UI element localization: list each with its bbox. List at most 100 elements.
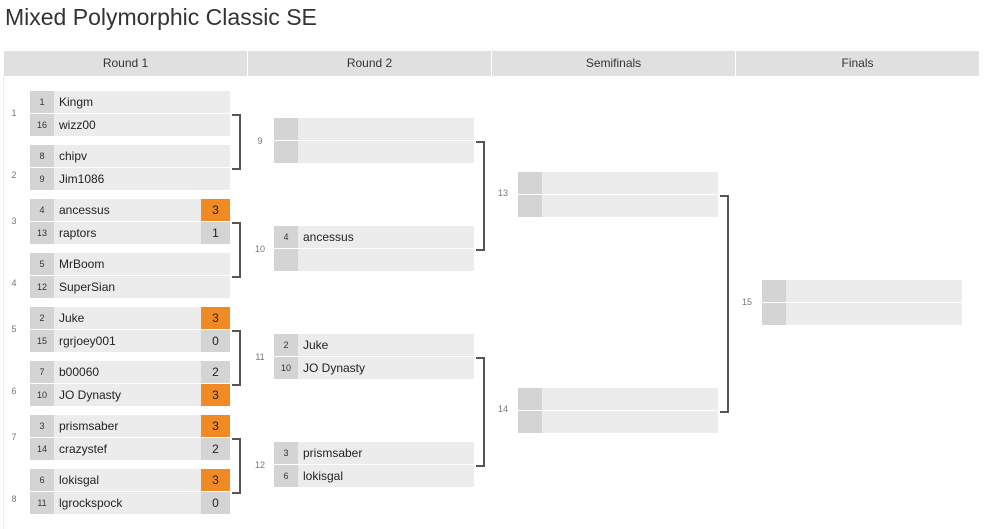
player-name: JO Dynasty <box>303 361 366 375</box>
player-slot[interactable] <box>518 388 718 410</box>
seed-badge <box>518 388 542 410</box>
player-slot[interactable] <box>518 172 718 194</box>
player-slot[interactable]: 12 SuperSian <box>30 276 230 298</box>
seed-badge: 16 <box>30 114 54 136</box>
bracket-connector <box>476 141 485 251</box>
player-slot[interactable]: 4 ancessus 3 <box>30 199 230 221</box>
player-slot[interactable]: 5 MrBoom <box>30 253 230 275</box>
bracket-connector <box>720 195 729 413</box>
left-divider <box>3 76 4 529</box>
player-name: MrBoom <box>59 257 105 271</box>
match-number: 11 <box>255 352 265 362</box>
player-name: rgrjoey001 <box>59 334 116 348</box>
player-name: lgrockspock <box>59 496 123 510</box>
player-slot[interactable]: 16 wizz00 <box>30 114 230 136</box>
player-name: JO Dynasty <box>59 388 122 402</box>
player-slot[interactable] <box>762 303 962 325</box>
player-slot[interactable]: 15 rgrjoey001 0 <box>30 330 230 352</box>
player-name: prismsaber <box>303 446 363 460</box>
player-slot[interactable] <box>274 249 474 271</box>
match-box[interactable] <box>274 118 474 163</box>
player-slot[interactable] <box>518 411 718 433</box>
player-name: Juke <box>59 311 85 325</box>
player-slot[interactable]: 3 prismsaber <box>274 442 474 464</box>
player-name: ancessus <box>59 203 110 217</box>
seed-badge: 1 <box>30 91 54 113</box>
player-name: Kingm <box>59 95 94 109</box>
match-number: 4 <box>11 278 17 288</box>
match-box[interactable]: 5 MrBoom 12 SuperSian <box>30 253 230 298</box>
rounds-header: Round 1 Round 2 Semifinals Finals <box>4 51 979 76</box>
seed-badge: 4 <box>30 199 54 221</box>
score-badge: 1 <box>201 222 230 244</box>
seed-badge: 3 <box>30 415 54 437</box>
seed-badge <box>518 172 542 194</box>
score-badge: 2 <box>201 438 230 460</box>
match-number: 2 <box>11 170 17 180</box>
seed-badge: 14 <box>30 438 54 460</box>
round-1-header: Round 1 <box>4 51 247 76</box>
match-box[interactable] <box>518 388 718 433</box>
player-slot[interactable] <box>762 280 962 302</box>
seed-badge <box>518 411 542 433</box>
player-slot[interactable] <box>518 195 718 217</box>
player-name: Jim1086 <box>59 172 105 186</box>
seed-badge: 3 <box>274 442 298 464</box>
seed-badge <box>518 195 542 217</box>
player-name: Juke <box>303 338 329 352</box>
match-number: 9 <box>257 136 263 146</box>
match-box[interactable] <box>762 280 962 325</box>
match-box[interactable] <box>518 172 718 217</box>
player-slot[interactable] <box>274 118 474 140</box>
player-slot[interactable] <box>274 141 474 163</box>
seed-badge: 5 <box>30 253 54 275</box>
page-title: Mixed Polymorphic Classic SE <box>5 4 317 30</box>
player-name: SuperSian <box>59 280 116 294</box>
seed-badge: 12 <box>30 276 54 298</box>
seed-badge: 11 <box>30 492 54 514</box>
seed-badge: 6 <box>30 469 54 491</box>
seed-badge <box>274 141 298 163</box>
score-badge: 3 <box>201 199 230 221</box>
seed-badge <box>762 280 786 302</box>
seed-badge: 2 <box>274 334 298 356</box>
score-badge: 3 <box>201 415 230 437</box>
player-name: b00060 <box>59 365 100 379</box>
seed-badge: 15 <box>30 330 54 352</box>
player-slot[interactable]: 2 Juke <box>274 334 474 356</box>
bracket-connector <box>476 357 485 467</box>
seed-badge: 6 <box>274 465 298 487</box>
match-number: 8 <box>11 494 17 504</box>
player-name: wizz00 <box>59 118 96 132</box>
match-box[interactable]: 1 Kingm 16 wizz00 <box>30 91 230 136</box>
score-badge: 0 <box>201 330 230 352</box>
bracket-connector <box>232 114 241 170</box>
player-slot[interactable]: 1 Kingm <box>30 91 230 113</box>
match-number: 15 <box>741 297 752 307</box>
match-number: 13 <box>497 188 508 198</box>
seed-badge: 4 <box>274 226 298 248</box>
seed-badge: 8 <box>30 145 54 167</box>
